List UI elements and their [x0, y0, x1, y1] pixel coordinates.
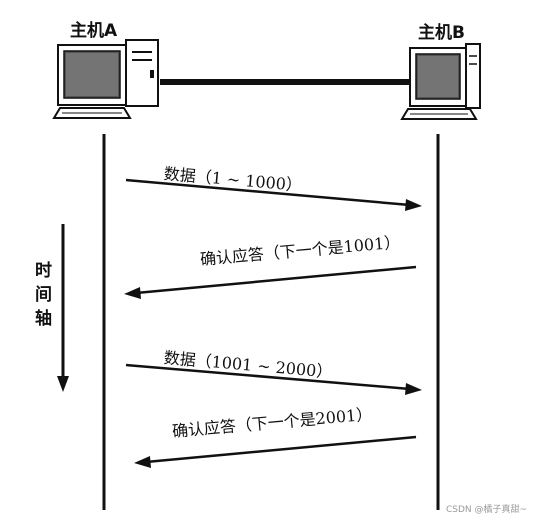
message-arrow-1 — [125, 178, 422, 211]
host-b-computer-icon — [400, 43, 481, 120]
time-axis-label-2: 间 — [35, 285, 52, 305]
network-cable — [160, 79, 412, 85]
message-arrow-2 — [124, 265, 417, 299]
time-axis-label-3: 轴 — [35, 309, 52, 329]
time-axis-label-1: 时 — [35, 261, 52, 281]
host-b-label: 主机B — [418, 23, 465, 43]
message-arrow-4 — [134, 435, 417, 468]
host-a-label: 主机A — [70, 21, 118, 41]
watermark: CSDN @橘子真甜~ — [446, 505, 528, 515]
host-a-computer-icon — [52, 39, 159, 119]
time-axis-arrow — [57, 224, 69, 392]
message-arrow-3 — [125, 363, 422, 395]
